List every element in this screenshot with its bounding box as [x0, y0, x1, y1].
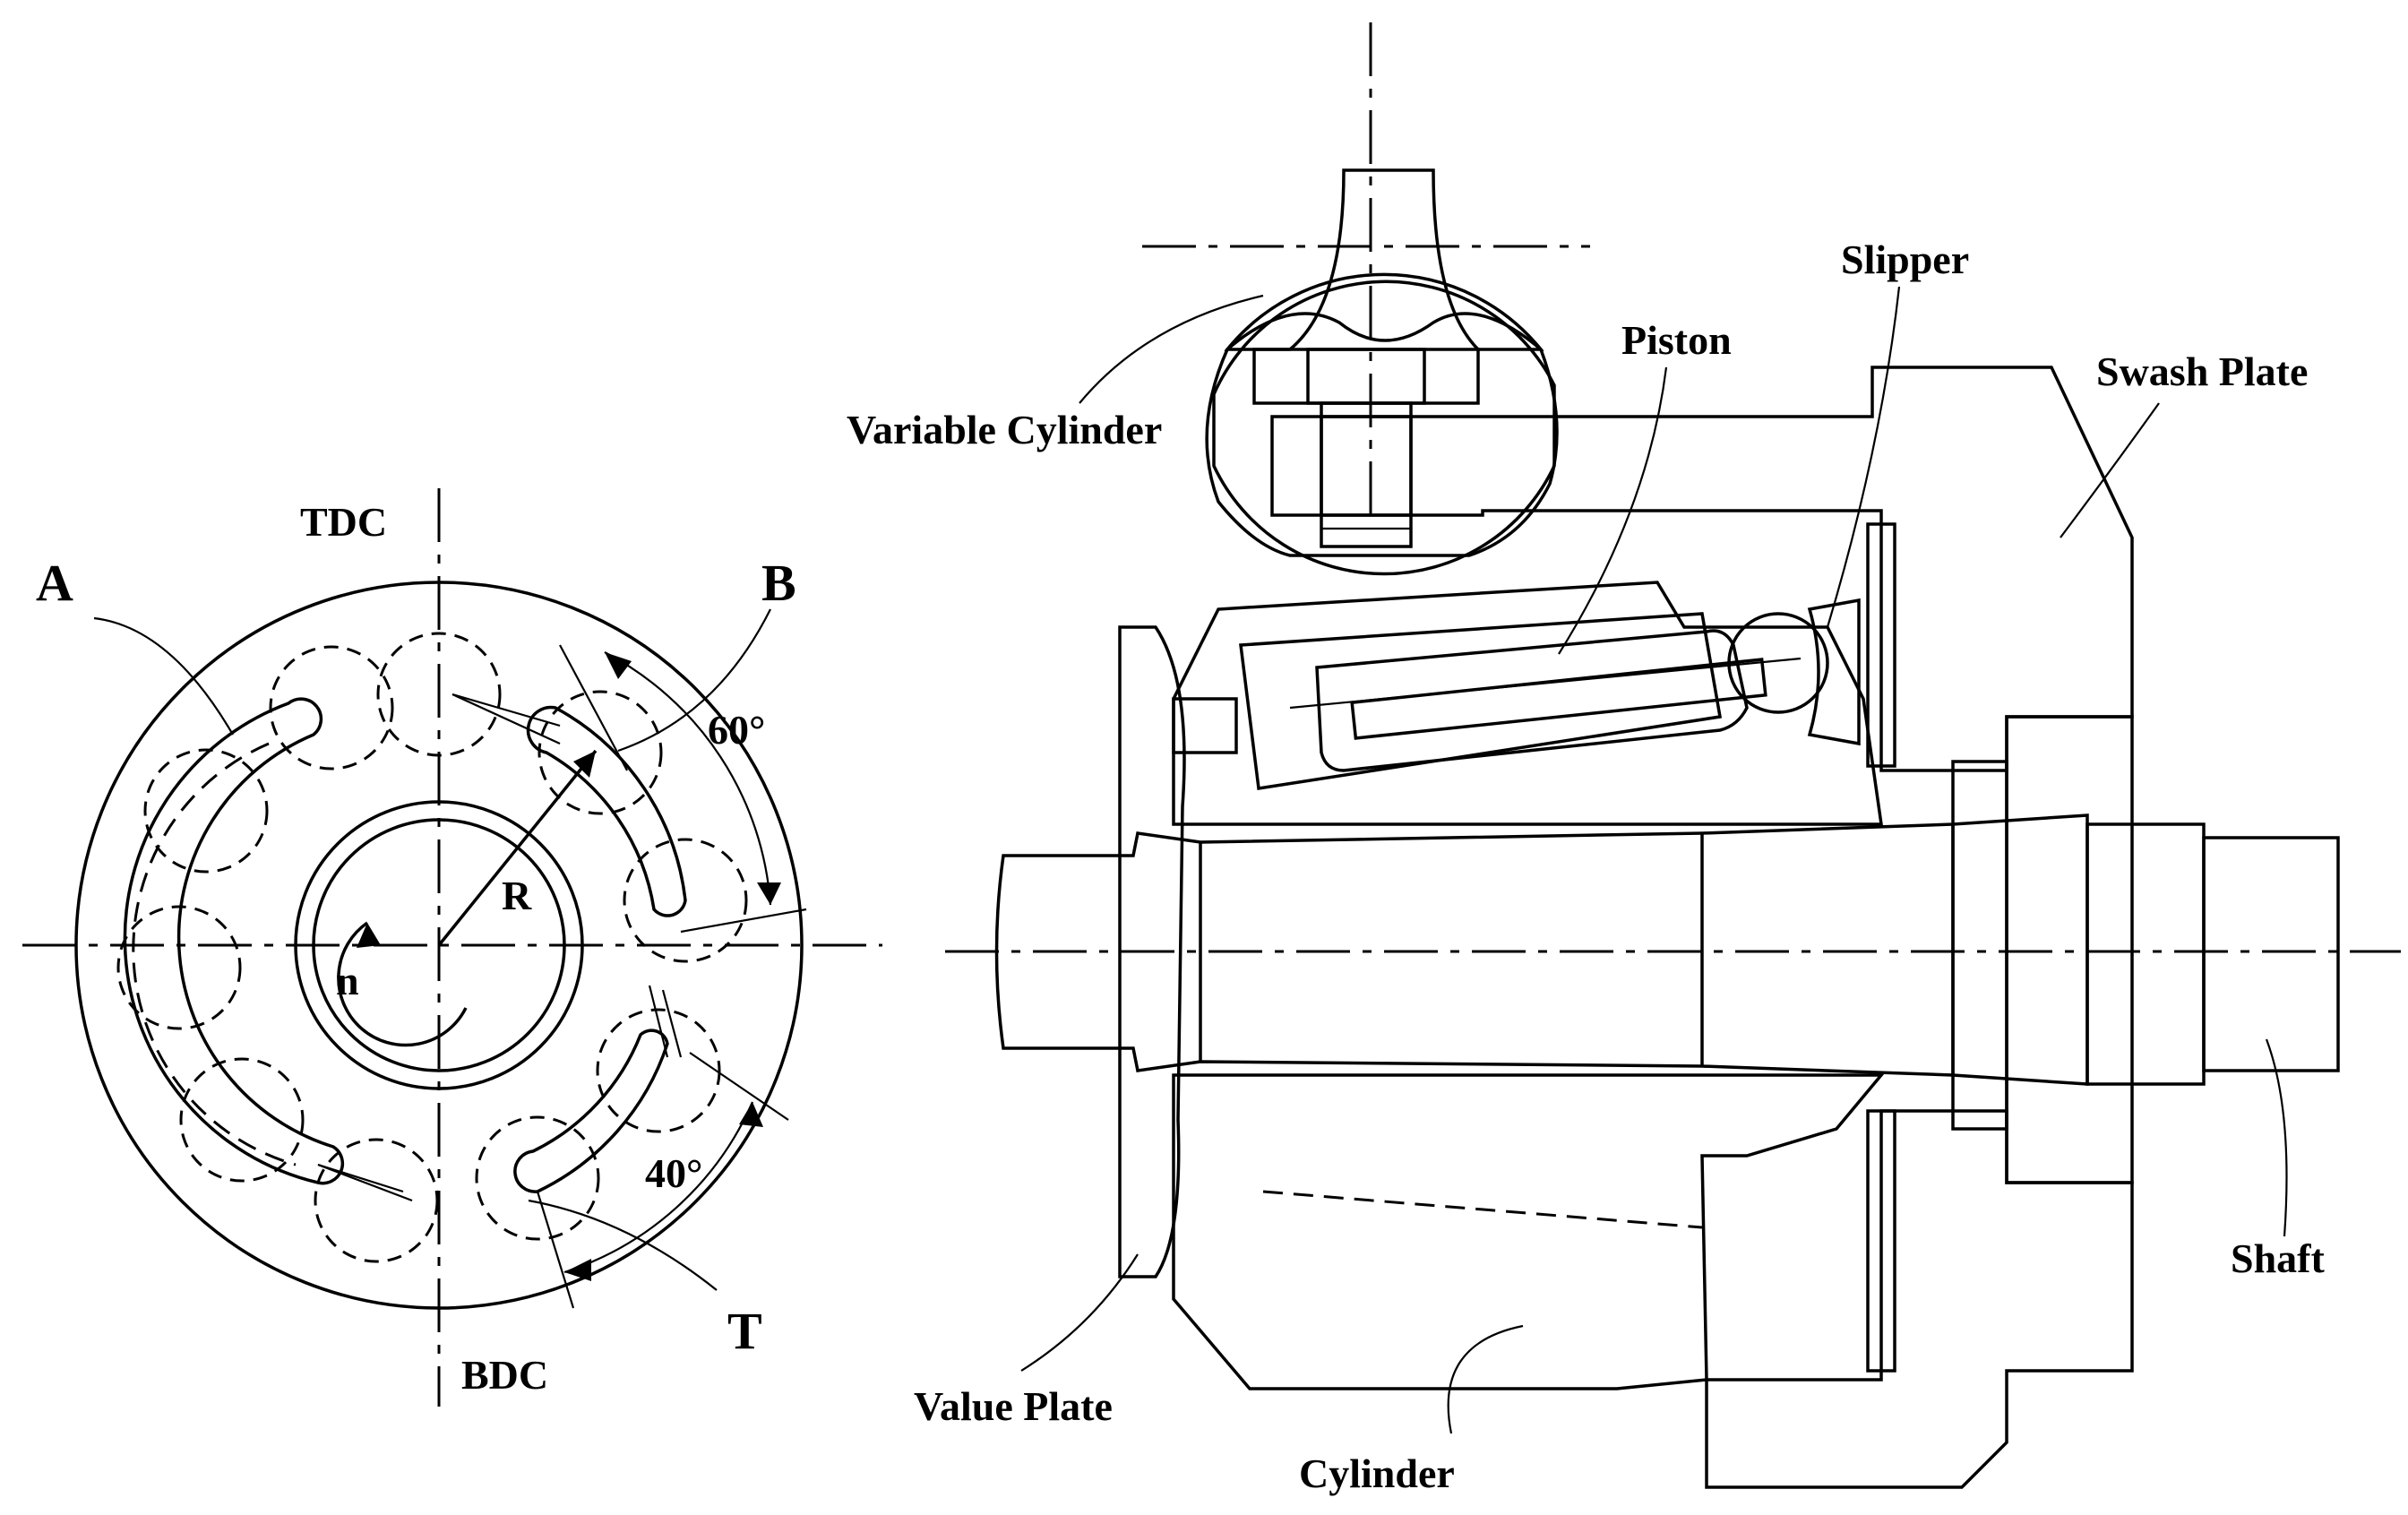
- leader-slipper: [1826, 286, 1901, 628]
- label-r: R: [502, 873, 532, 918]
- label-t: T: [727, 1302, 762, 1360]
- bolt-hole: [1320, 415, 1413, 517]
- leader-variable-cylinder: [1079, 294, 1264, 404]
- arrow-head: [757, 882, 781, 905]
- reference-line: [680, 908, 807, 934]
- label-variable-cylinder: Variable Cylinder: [847, 407, 1162, 452]
- swash-step: [1951, 760, 2008, 1131]
- flow-line: [661, 989, 683, 1058]
- radius-arrow-head: [573, 751, 596, 778]
- rotation-arrow-head: [357, 923, 381, 948]
- label-value-plate: Value Plate: [914, 1383, 1113, 1429]
- radius-line: [437, 749, 598, 947]
- retainer-plate-lower: [1866, 1109, 1896, 1373]
- arrow-head: [605, 652, 632, 679]
- label-slipper: Slipper: [1841, 237, 1969, 282]
- label-piston: Piston: [1621, 317, 1732, 363]
- label-swash-plate: Swash Plate: [2096, 349, 2308, 394]
- label-n: n: [336, 958, 359, 1003]
- housing-top-arm: [1270, 366, 2134, 772]
- leader-a: [93, 616, 234, 736]
- slot-a-dashed-track: [132, 742, 297, 1166]
- label-tdc: TDC: [300, 499, 387, 545]
- shaft-end: [2086, 822, 2206, 1086]
- nut-bore: [1306, 348, 1426, 405]
- arrow-head: [564, 1259, 591, 1281]
- leader-piston: [1558, 366, 1668, 655]
- piston-bore: [1239, 612, 1723, 791]
- kidney-slot-b: [526, 705, 687, 917]
- leader-shaft: [2265, 1038, 2288, 1237]
- label-cylinder: Cylinder: [1299, 1450, 1455, 1496]
- rotation-arrow: [337, 921, 468, 1047]
- section-view: Variable Cylinder Piston Slipper Swash P…: [847, 22, 2401, 1496]
- hidden-line: [1262, 1190, 1703, 1229]
- label-a: A: [36, 554, 73, 612]
- angle-40-arc: [563, 1101, 754, 1274]
- label-bdc: BDC: [461, 1352, 548, 1398]
- label-angle-40: 40°: [645, 1150, 702, 1196]
- slipper: [1807, 598, 1861, 746]
- bore-inner-ring: [312, 818, 566, 1072]
- bore-outer-ring: [294, 800, 584, 1090]
- swash-bore: [2005, 715, 2134, 1184]
- valve-port-insert: [1172, 697, 1238, 754]
- nut: [1252, 348, 1480, 405]
- flow-line: [648, 985, 669, 1058]
- leader-b: [617, 608, 771, 753]
- reference-line: [536, 1191, 575, 1309]
- leader-swash-plate: [2060, 402, 2160, 538]
- label-angle-60: 60°: [708, 707, 765, 753]
- bolt: [1320, 401, 1413, 548]
- valve-plate: [1118, 625, 1186, 1278]
- reference-line: [689, 1052, 789, 1121]
- variable-cylinder-outline: [1212, 280, 1556, 576]
- kidney-slot-a: [123, 697, 345, 1185]
- leader-cylinder: [1447, 1324, 1524, 1434]
- arrow-head: [739, 1102, 763, 1127]
- port-plate-view: TDC BDC A B T R n 60° 40°: [22, 488, 882, 1407]
- piston: [1315, 629, 1749, 772]
- piston-oil-hole: [1350, 658, 1767, 740]
- shaft-spline: [2202, 836, 2340, 1072]
- port-plate-outer-circle: [74, 581, 804, 1310]
- swash-plate-lower: [1705, 1109, 2134, 1489]
- flow-line: [317, 1163, 404, 1193]
- retainer-plate: [1866, 522, 1896, 768]
- flow-line: [452, 693, 561, 745]
- label-b: B: [761, 554, 796, 612]
- reference-line: [559, 644, 628, 771]
- flow-line: [452, 693, 561, 727]
- main-shaft: [994, 813, 2089, 1086]
- variable-cylinder-body: [1224, 168, 1544, 351]
- kidney-slot-t: [513, 1029, 669, 1193]
- variable-cylinder-ball: [1205, 312, 1559, 557]
- leader-value-plate: [1020, 1253, 1139, 1372]
- leader-t: [528, 1199, 718, 1291]
- angle-60-arc: [604, 651, 772, 906]
- cylinder-block-lower: [1172, 1073, 1885, 1390]
- label-shaft: Shaft: [2231, 1235, 2325, 1281]
- slipper-ball: [1727, 612, 1829, 714]
- cylinder-block-upper: [1172, 581, 1884, 826]
- piston-bore-circles: [116, 632, 748, 1263]
